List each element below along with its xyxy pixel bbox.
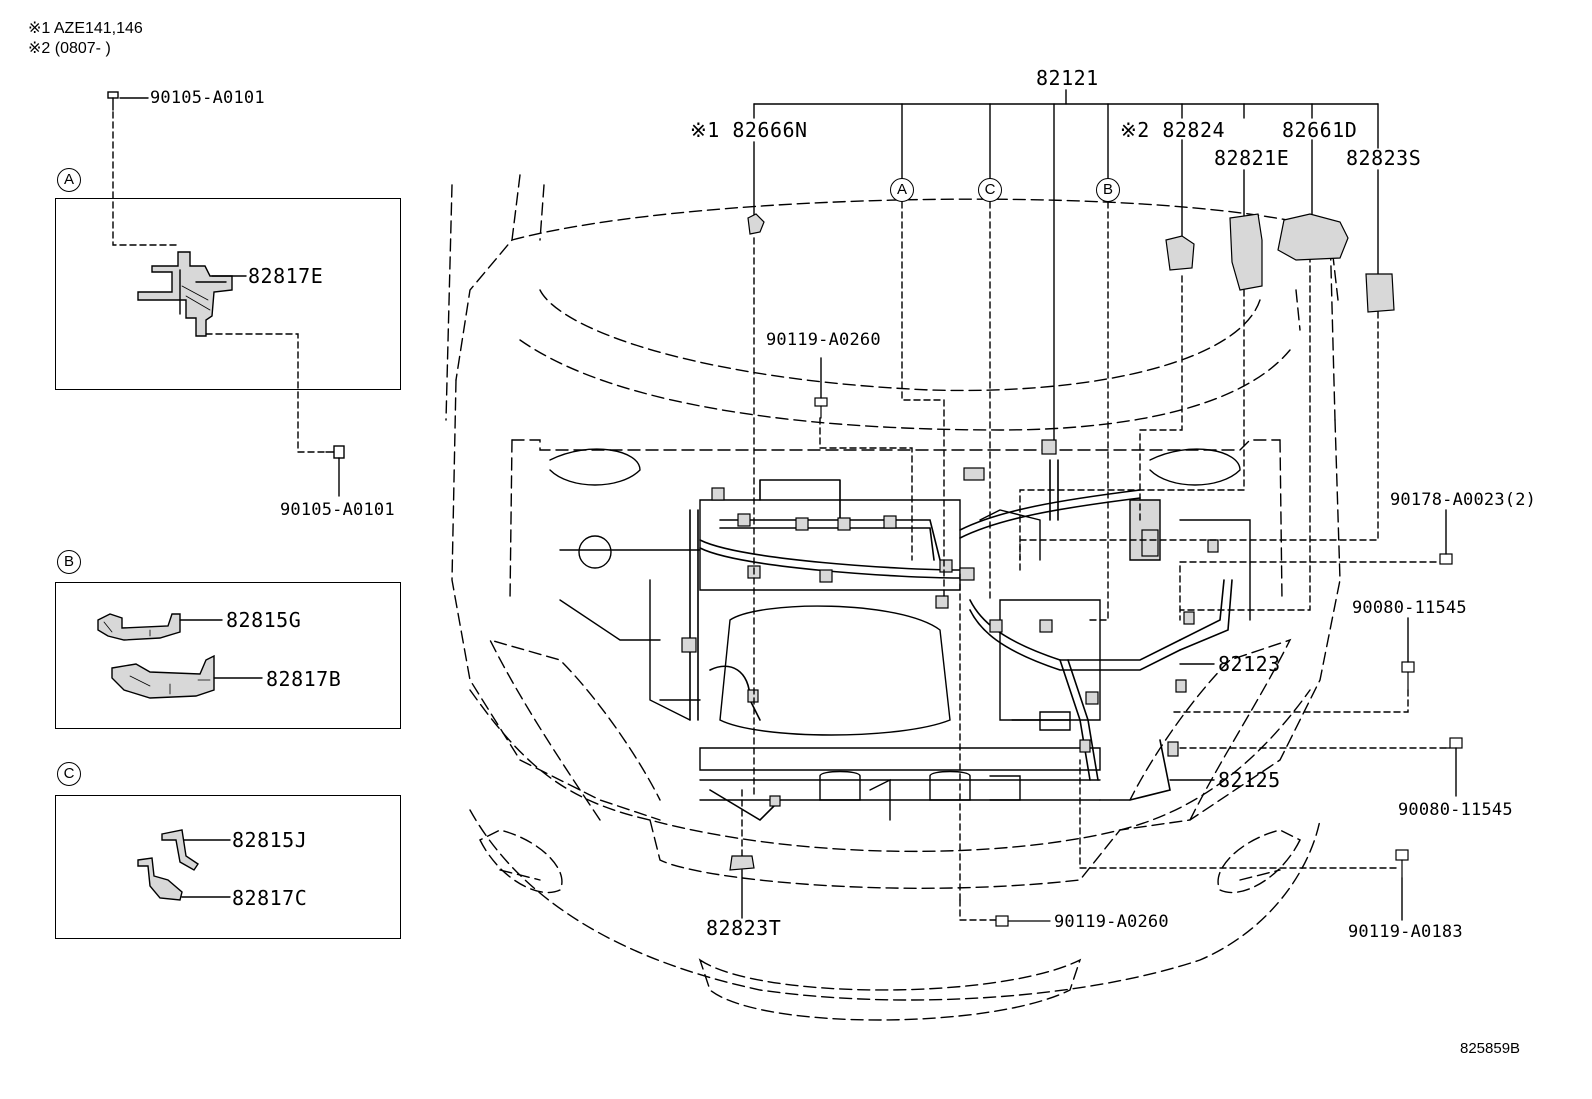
part-label-82815g: 82815G: [226, 608, 302, 632]
inset-b-marker: B: [57, 550, 81, 574]
part-label-82815j: 82815J: [232, 828, 308, 852]
bolt-icon: [1439, 553, 1453, 565]
inset-c-box: [55, 795, 401, 939]
part-label-90119-a0260-top: 90119-A0260: [766, 330, 881, 350]
inset-a-box: [55, 198, 401, 390]
harness-connectors: [681, 439, 1219, 807]
ref-marker-a: A: [890, 178, 914, 202]
connector-82821e-icon: [1229, 213, 1263, 291]
part-label-82817e: 82817E: [248, 264, 324, 288]
vehicle-outline: [445, 174, 1341, 1021]
inset-b-drawing: [97, 613, 263, 699]
bolt-icon: [995, 915, 1051, 927]
bolt-icon: [1445, 737, 1463, 749]
inset-a-drawing: [107, 91, 345, 497]
label-leaders: [741, 357, 1457, 921]
connector-82661d-icon: [1277, 213, 1349, 261]
part-label-90080-11545-b: 90080-11545: [1398, 800, 1513, 820]
part-label-82125: 82125: [1218, 768, 1281, 792]
diagram-id: 825859B: [1460, 1040, 1521, 1057]
harness-82121-bracket: [753, 89, 1379, 441]
bracket-82817e-icon: [137, 251, 233, 337]
connector-82666n-icon: [747, 213, 765, 235]
inset-c-drawing: [137, 829, 231, 901]
part-label-90119-a0260-bottom: 90119-A0260: [1054, 912, 1169, 932]
connector-82824-icon: [1165, 235, 1195, 271]
bolt-icon: [1395, 849, 1409, 879]
part-label-82121: 82121: [1036, 66, 1099, 90]
part-label-90178-a0023: 90178-A0023(2): [1390, 490, 1537, 510]
part-label-82123: 82123: [1218, 652, 1281, 676]
part-label-90119-a0183: 90119-A0183: [1348, 922, 1463, 942]
part-label-82824: ※2 82824: [1120, 118, 1226, 142]
applicability-note-1: ※1 AZE141,146: [28, 20, 143, 37]
part-label-82661d: 82661D: [1282, 118, 1358, 142]
inset-c-marker: C: [57, 762, 81, 786]
leader-lines: [741, 201, 1447, 921]
applicability-note-2: ※2 (0807- ): [28, 40, 111, 57]
part-label-82821e: 82821E: [1214, 146, 1290, 170]
connector-82823s-icon: [1365, 273, 1395, 313]
bolt-icon: [814, 397, 828, 419]
part-label-82817b: 82817B: [266, 667, 342, 691]
part-label-90105-a0101-bottom: 90105-A0101: [280, 500, 395, 520]
part-label-82666n: ※1 82666N: [690, 118, 808, 142]
bolt-icon: [107, 91, 149, 111]
part-label-82817c: 82817C: [232, 886, 308, 910]
top-connectors: [729, 213, 1395, 871]
bolt-icon: [325, 445, 345, 497]
bolt-icon: [1401, 661, 1415, 691]
inset-a-marker: A: [57, 168, 81, 192]
connector-82823t-icon: [729, 855, 755, 871]
ref-marker-c: C: [978, 178, 1002, 202]
ref-marker-b: B: [1096, 178, 1120, 202]
part-label-82823s: 82823S: [1346, 146, 1422, 170]
part-label-82823t: 82823T: [706, 916, 782, 940]
inset-b-box: [55, 582, 401, 729]
engine-compartment: [549, 448, 1251, 821]
part-label-90105-a0101-top: 90105-A0101: [150, 88, 265, 108]
part-label-90080-11545-a: 90080-11545: [1352, 598, 1467, 618]
